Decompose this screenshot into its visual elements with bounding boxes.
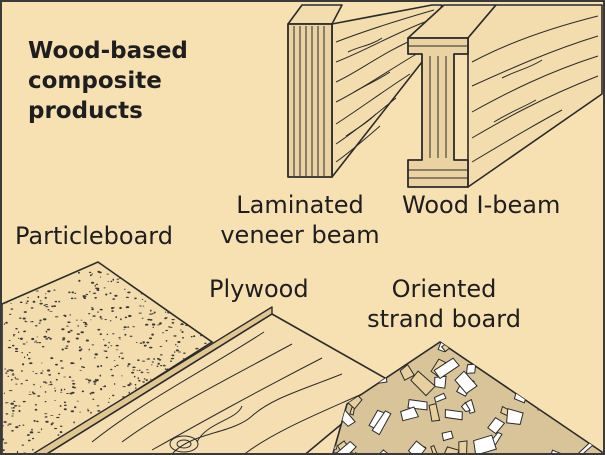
label-line: strand board xyxy=(367,305,521,333)
figure-title: Wood-based composite products xyxy=(28,36,188,126)
osb-sheet xyxy=(332,341,603,453)
ibeam-web-side xyxy=(467,4,603,188)
plywood-drawing xyxy=(33,306,393,453)
label-line: Wood I-beam xyxy=(402,191,561,219)
title-line: products xyxy=(28,98,143,124)
label-laminated-veneer-beam: Laminated veneer beam xyxy=(216,190,384,250)
label-plywood: Plywood xyxy=(209,274,309,304)
label-line: Laminated xyxy=(236,191,364,219)
lvl-end-face xyxy=(287,23,333,178)
label-particleboard: Particleboard xyxy=(15,221,173,251)
label-line: veneer beam xyxy=(220,221,380,249)
label-oriented-strand-board: Oriented strand board xyxy=(360,274,528,334)
label-line: Plywood xyxy=(209,275,309,303)
title-line: Wood-based xyxy=(28,38,188,64)
label-line: Particleboard xyxy=(15,222,173,250)
title-line: composite xyxy=(28,68,162,94)
lvl-top-face xyxy=(287,4,343,25)
wood-i-beam-drawing xyxy=(407,4,603,188)
label-wood-i-beam: Wood I-beam xyxy=(402,190,560,220)
osb-drawing xyxy=(332,341,603,453)
label-line: Oriented xyxy=(391,275,497,303)
